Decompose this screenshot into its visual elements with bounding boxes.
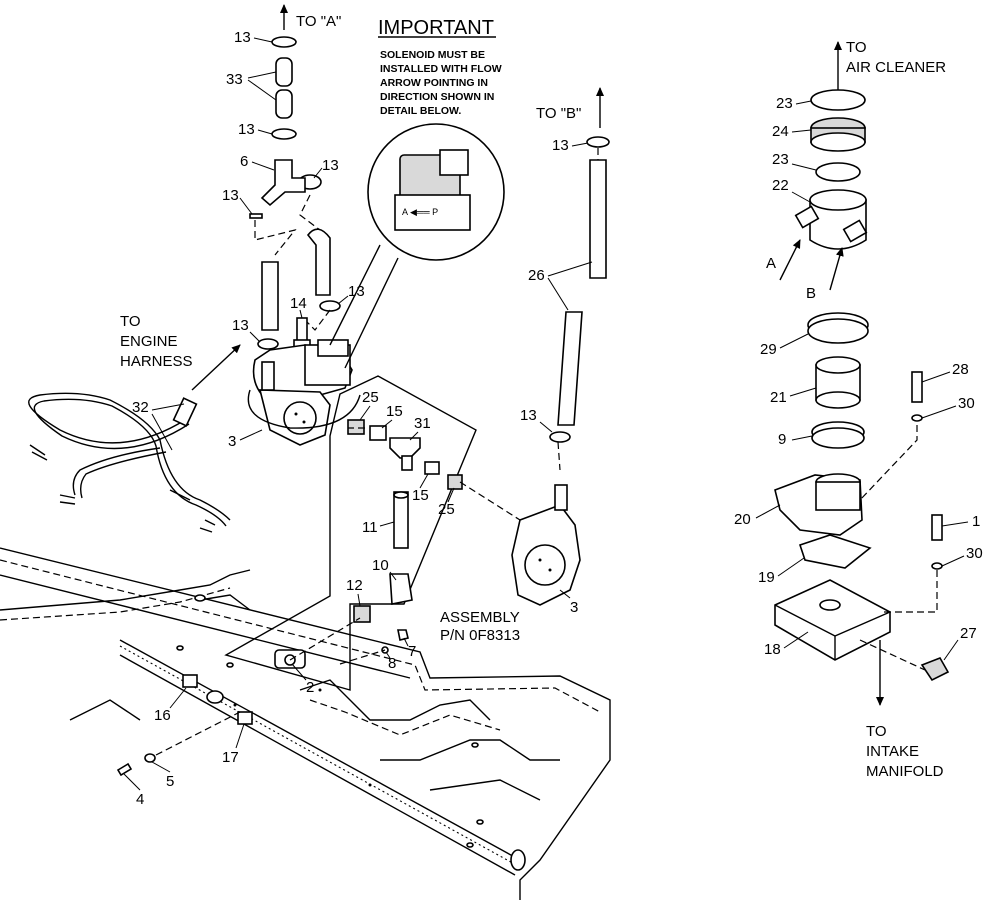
- hose-breaks: [254, 148, 599, 471]
- hose-33: [275, 4, 293, 119]
- callout-16: 16: [154, 707, 171, 724]
- callout-27: 27: [960, 625, 977, 642]
- callout-13: 13: [238, 121, 255, 138]
- callout-13: 13: [552, 137, 569, 154]
- regulator-right: [511, 484, 581, 606]
- assembly-outline: [224, 375, 477, 691]
- note-intake-manifold: TO: [866, 723, 887, 740]
- callout-13: 13: [222, 187, 239, 204]
- note-intake-manifold: MANIFOLD: [866, 763, 944, 780]
- note-to-b: TO "B": [536, 105, 581, 122]
- callout-30: 30: [966, 545, 983, 562]
- note-air-cleaner: AIR CLEANER: [846, 59, 946, 76]
- callout-5: 5: [166, 773, 174, 790]
- callout-3: 3: [570, 599, 578, 616]
- callout-33: 33: [226, 71, 243, 88]
- callout-15: 15: [386, 403, 403, 420]
- callout-13: 13: [348, 283, 365, 300]
- callout-22: 22: [772, 177, 789, 194]
- important-line: INSTALLED WITH FLOW: [380, 63, 502, 75]
- important-line: DIRECTION SHOWN IN: [380, 91, 494, 103]
- note-intake-manifold: INTAKE: [866, 743, 919, 760]
- callout-15: 15: [412, 487, 429, 504]
- callout-32: 32: [132, 399, 149, 416]
- note-engine-harness: ENGINE: [120, 333, 178, 350]
- callout-13: 13: [520, 407, 537, 424]
- callout-25: 25: [362, 389, 379, 406]
- callout-30: 30: [958, 395, 975, 412]
- bolt-and-washer: [116, 711, 241, 777]
- frame-rail: [0, 547, 611, 900]
- note-engine-harness: HARNESS: [120, 353, 193, 370]
- callout-8: 8: [388, 655, 396, 672]
- air-assembly: [774, 41, 950, 706]
- callout-31: 31: [414, 415, 431, 432]
- fittings: [274, 419, 521, 669]
- note-to-a: TO "A": [296, 13, 341, 30]
- callout-18: 18: [764, 641, 781, 658]
- callout-14: 14: [290, 295, 307, 312]
- callout-4: 4: [136, 791, 144, 808]
- harness-32: [28, 344, 241, 533]
- bracket-plates: [182, 674, 253, 725]
- note-air-cleaner: TO: [846, 39, 867, 56]
- callout-13: 13: [234, 29, 251, 46]
- callout-26: 26: [528, 267, 545, 284]
- callout-13: 13: [322, 157, 339, 174]
- callout-20: 20: [734, 511, 751, 528]
- callout-23: 23: [776, 95, 793, 112]
- callout-1: 1: [972, 513, 980, 530]
- callout-25: 25: [438, 501, 455, 518]
- callout-19: 19: [758, 569, 775, 586]
- arrow-label-a: A: [766, 255, 776, 272]
- important-line: DETAIL BELOW.: [380, 105, 461, 117]
- callout-29: 29: [760, 341, 777, 358]
- important-line: ARROW POINTING IN: [380, 77, 488, 89]
- callout-10: 10: [372, 557, 389, 574]
- note-assembly: ASSEMBLY: [440, 609, 520, 626]
- arrow-label-b: B: [806, 285, 816, 302]
- note-engine-harness: TO: [120, 313, 141, 330]
- hoses: [261, 159, 607, 426]
- important-line: SOLENOID MUST BE: [380, 49, 485, 61]
- important-title: IMPORTANT: [378, 17, 494, 39]
- callout-2: 2: [306, 679, 314, 696]
- callout-3: 3: [228, 433, 236, 450]
- callout-9: 9: [778, 431, 786, 448]
- callout-11: 11: [362, 519, 378, 536]
- callout-17: 17: [222, 749, 239, 766]
- callout-28: 28: [952, 361, 969, 378]
- svg-text:A ◀══ P: A ◀══ P: [402, 207, 438, 217]
- callout-13: 13: [232, 317, 249, 334]
- callout-23: 23: [772, 151, 789, 168]
- callout-24: 24: [772, 123, 789, 140]
- fitting-6: [260, 159, 306, 207]
- regulator-left: [247, 339, 361, 446]
- callout-21: 21: [770, 389, 787, 406]
- callout-12: 12: [346, 577, 363, 594]
- callouts: 13 33 13 6 13 13 14 13 13 3 32 25 15 31 …: [123, 29, 983, 808]
- detail-circle: A ◀══ P: [329, 123, 505, 369]
- callout-6: 6: [240, 153, 248, 170]
- note-assembly: P/N 0F8313: [440, 627, 520, 644]
- callout-7: 7: [408, 643, 416, 660]
